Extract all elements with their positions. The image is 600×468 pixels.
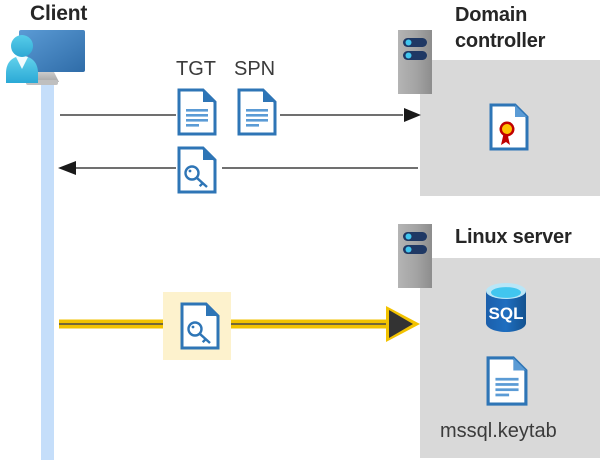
tgt-label: TGT bbox=[176, 58, 216, 80]
client-lifeline bbox=[41, 72, 54, 460]
service-ticket-document-key-icon bbox=[177, 146, 217, 194]
domain-controller-server-rack-icon bbox=[398, 30, 432, 94]
client-title: Client bbox=[30, 2, 88, 25]
keytab-filename-label: mssql.keytab bbox=[440, 420, 557, 442]
linux-server-rack-icon bbox=[398, 224, 432, 288]
client-computer-icon bbox=[3, 28, 89, 90]
certificate-document-icon bbox=[489, 103, 529, 151]
sql-database-icon: SQL bbox=[478, 282, 534, 340]
domain-controller-title-line2: controller bbox=[455, 30, 546, 52]
tgt-document-icon bbox=[177, 88, 217, 136]
sql-label: SQL bbox=[489, 304, 524, 323]
keytab-document-icon bbox=[486, 355, 528, 407]
spn-document-icon bbox=[237, 88, 277, 136]
presented-ticket-document-key-icon bbox=[180, 302, 220, 350]
spn-label: SPN bbox=[234, 58, 276, 80]
domain-controller-title-line1: Domain bbox=[455, 4, 528, 26]
linux-server-title: Linux server bbox=[455, 226, 572, 248]
domain-controller-title: Domain controller bbox=[455, 2, 595, 54]
